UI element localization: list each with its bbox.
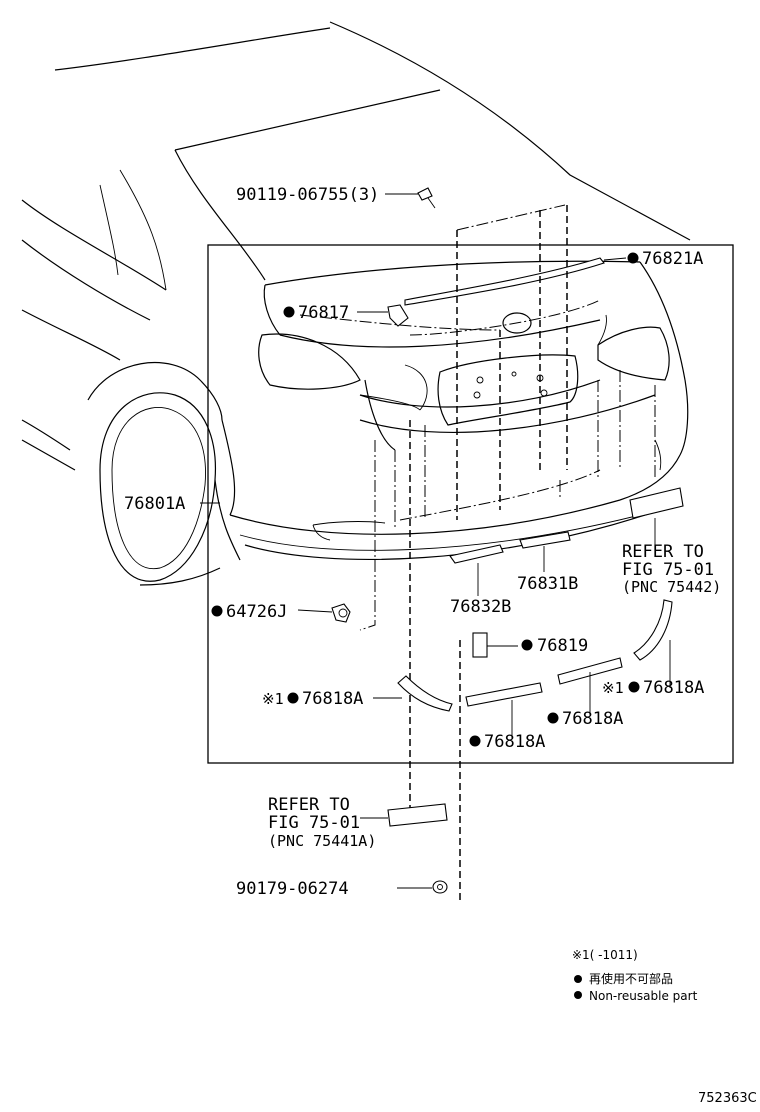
non-reusable-dot: [627, 252, 639, 264]
screw-icon: [331, 603, 351, 623]
legend-item-jp: 再使用不可部品: [589, 971, 673, 986]
refer-bottom-line2: FIG 75-01: [268, 813, 360, 833]
molding-right-icon: [633, 599, 673, 661]
car-body-outline: [21, 21, 691, 586]
assembly-guide-lines: [299, 204, 656, 900]
label-76818A-right: 76818A: [643, 678, 704, 698]
bracket-76832B-icon: [449, 544, 504, 564]
bracket-76831B-icon: [519, 531, 571, 549]
trunk-lid-outline: [221, 257, 689, 561]
non-reusable-dot: [283, 306, 295, 318]
label-76818A-mid-left: 76818A: [484, 732, 545, 752]
reflector-left-icon: [387, 803, 448, 827]
mark-note-left: ※1: [262, 690, 284, 708]
label-76801A: 76801A: [124, 494, 185, 514]
non-reusable-dot: [547, 712, 559, 724]
label-76817: 76817: [298, 303, 349, 323]
molding-left-icon: [397, 675, 453, 712]
non-reusable-dot: [628, 681, 640, 693]
label-bolt-90119: 90119-06755(3): [236, 185, 379, 205]
legend-dot-icon: [574, 991, 582, 999]
reflector-right-icon: [629, 487, 684, 519]
figure-id: 752363C: [698, 1091, 757, 1106]
legend-item-en: Non-reusable part: [589, 989, 698, 1003]
label-76831B: 76831B: [517, 574, 578, 594]
label-64726J: 64726J: [226, 602, 287, 622]
refer-right-line1: REFER TO: [622, 542, 704, 562]
callout-leaders: [200, 193, 671, 889]
label-76819: 76819: [537, 636, 588, 656]
non-reusable-dot: [469, 735, 481, 747]
clip-76817-icon: [387, 304, 409, 327]
label-76818A-left: 76818A: [302, 689, 363, 709]
legend-note-mark: ※1( -1011): [572, 948, 638, 962]
refer-right-line2: FIG 75-01: [622, 560, 714, 580]
legend-dot-icon: [574, 975, 582, 983]
detail-frame: [207, 244, 734, 764]
non-reusable-dot: [211, 605, 223, 617]
molding-center-right-icon: [557, 657, 623, 685]
molding-center-left-icon: [465, 682, 543, 707]
refer-bottom-line1: REFER TO: [268, 795, 350, 815]
refer-right-line3: (PNC 75442): [622, 578, 721, 596]
seal-76819-icon: [472, 632, 488, 658]
label-76818A-mid-right: 76818A: [562, 709, 623, 729]
legend: ※1( -1011) 再使用不可部品 Non-reusable part: [572, 948, 698, 1003]
non-reusable-dot: [521, 639, 533, 651]
label-76832B: 76832B: [450, 597, 511, 617]
refer-bottom-line3: (PNC 75441A): [268, 832, 376, 850]
label-76821A: 76821A: [642, 249, 703, 269]
non-reusable-dot: [287, 692, 299, 704]
label-clip-90179: 90179-06274: [236, 879, 349, 899]
bolt-icon: [417, 187, 436, 209]
clip-90179-icon: [432, 880, 448, 894]
mark-note-right: ※1: [602, 679, 624, 697]
